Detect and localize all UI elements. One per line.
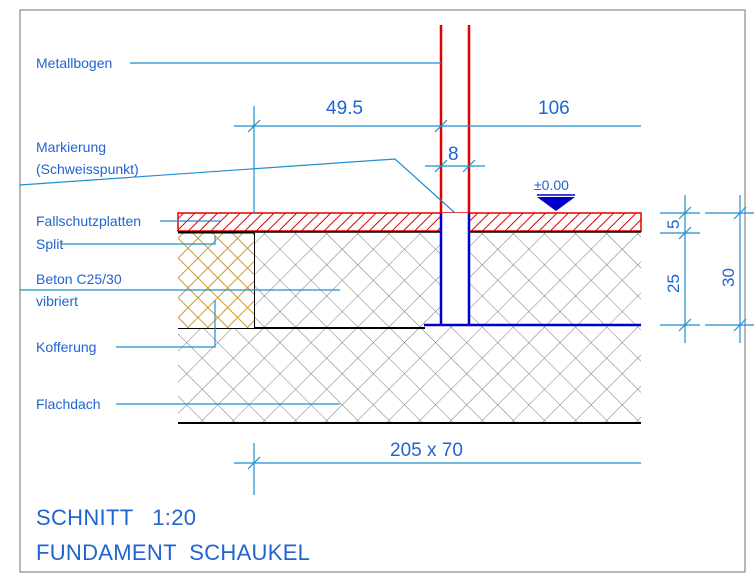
level-marker (537, 197, 575, 211)
dimension-205x70: 205 x 70 (390, 440, 463, 461)
dimension-30: 30 (719, 268, 738, 287)
title-line-1: SCHNITT 1:20 (36, 505, 196, 530)
title-line-2: FUNDAMENT SCHAUKEL (36, 540, 310, 565)
post-sleeve (424, 213, 641, 327)
label-kofferung: Kofferung (36, 339, 96, 355)
label-fallschutzplatten: Fallschutzplatten (36, 213, 141, 229)
dimension-106: 106 (538, 98, 570, 119)
dimension-49-5: 49.5 (326, 98, 363, 119)
dimension-5: 5 (664, 220, 683, 229)
dimension-8: 8 (448, 144, 459, 165)
split-layer (178, 232, 254, 328)
label-markierung: Markierung (36, 139, 106, 155)
dimension-25: 25 (664, 274, 683, 293)
dimension-lines (19, 106, 754, 495)
label-metallbogen: Metallbogen (36, 55, 112, 71)
label-beton: Beton C25/30 (36, 271, 122, 287)
level-label: ±0.00 (534, 177, 569, 193)
metal-post (439, 25, 471, 213)
label-leaders (20, 62, 441, 405)
drawing-frame (19, 9, 746, 573)
label-vibriert: vibriert (36, 293, 78, 309)
label-split: Split (36, 236, 63, 252)
label-flachdach: Flachdach (36, 396, 101, 412)
fallschutz-layer (177, 212, 642, 233)
flachdach-layer (178, 328, 641, 424)
label-schweisspunkt: (Schweisspunkt) (36, 161, 139, 177)
